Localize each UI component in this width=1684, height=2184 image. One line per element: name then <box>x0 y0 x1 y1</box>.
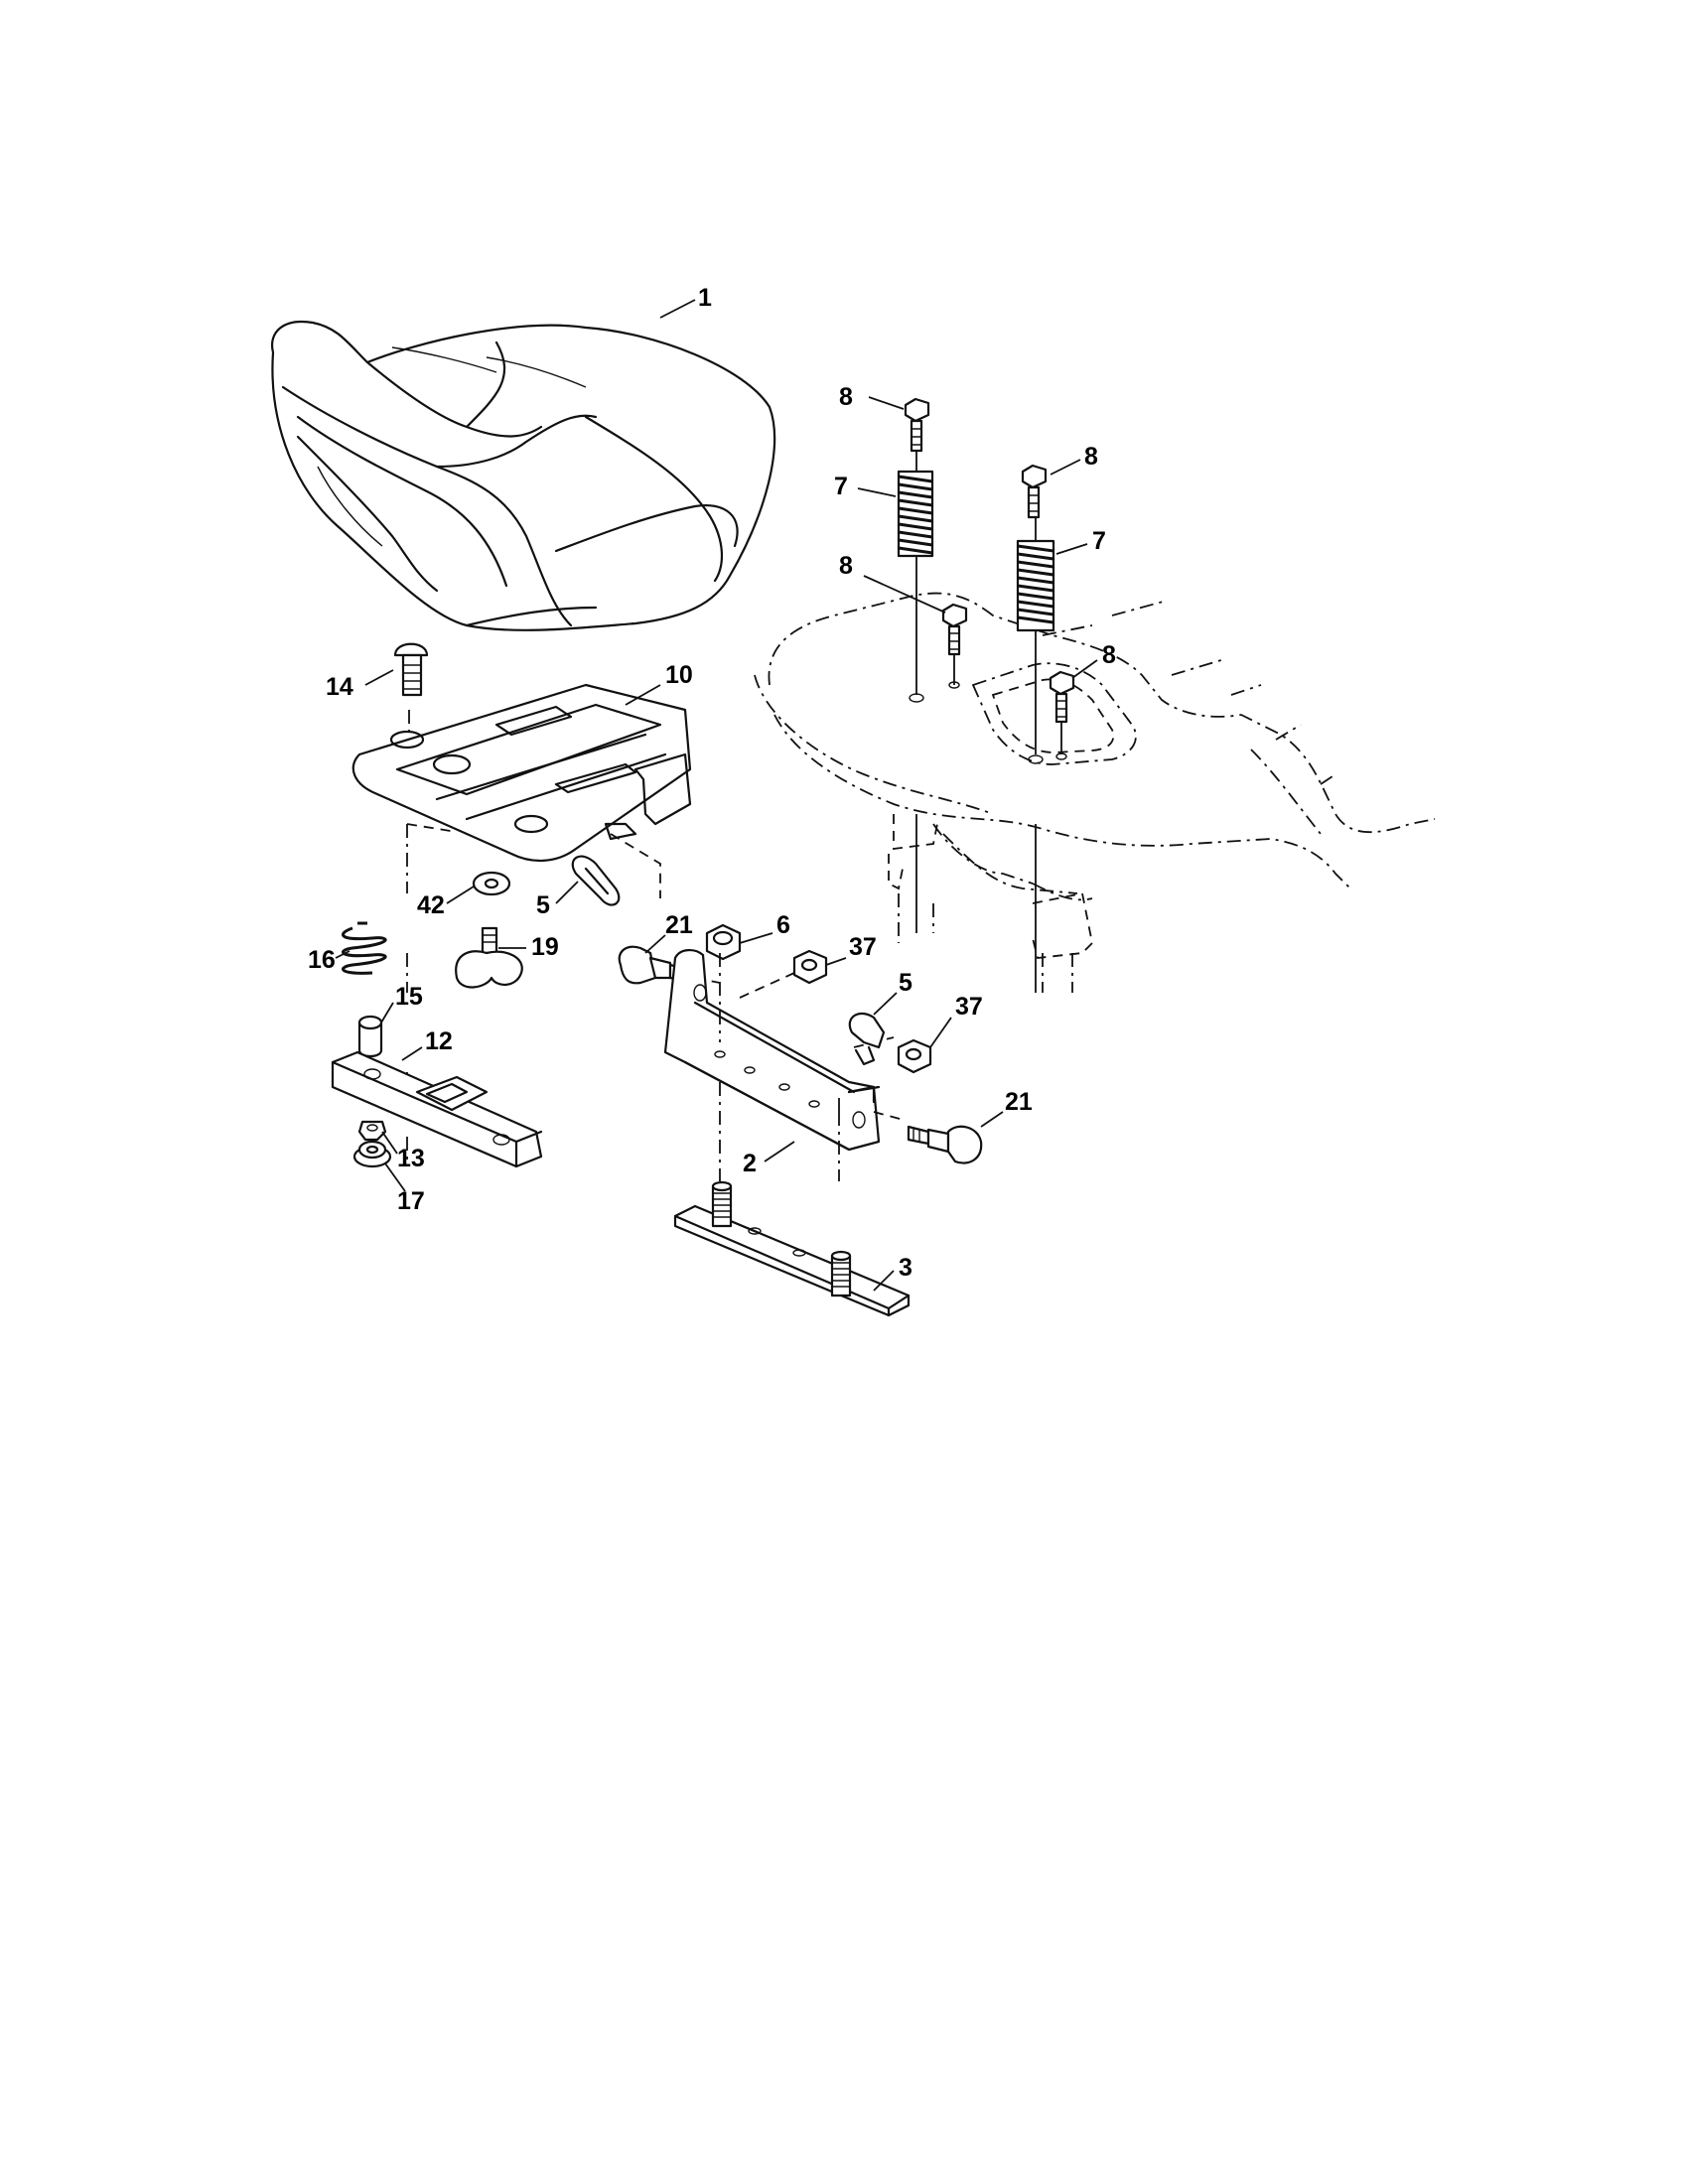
bolt-part-8-top-left <box>904 397 930 453</box>
callout-part-15: 15 <box>395 983 423 1011</box>
callout-part-12: 12 <box>425 1027 453 1055</box>
spring-part-16 <box>342 921 387 975</box>
callout-part-2: 2 <box>743 1150 757 1177</box>
seat-bracket-part-2 <box>663 949 881 1152</box>
clip-part-5-lower <box>848 1012 886 1066</box>
clip-part-5-upper <box>571 855 621 906</box>
callout-part-8-b: 8 <box>1084 443 1098 471</box>
spring-part-7-right <box>1016 539 1055 632</box>
bushing-part-15 <box>357 1015 383 1058</box>
callout-part-13: 13 <box>397 1145 425 1172</box>
spring-part-7-left <box>897 470 934 558</box>
callout-part-37-a: 37 <box>849 933 877 961</box>
callout-part-42: 42 <box>417 891 445 919</box>
callout-part-21-b: 21 <box>1005 1088 1033 1116</box>
callout-part-16: 16 <box>308 946 336 974</box>
bolt-part-8-top-right <box>1021 464 1048 519</box>
bolt-part-8-mid-right <box>1049 670 1075 724</box>
bolt-part-8-mid-left <box>941 603 968 656</box>
carriage-bolt-part-14 <box>393 642 429 697</box>
callout-part-8-d: 8 <box>1102 641 1116 669</box>
callout-part-19: 19 <box>531 933 559 961</box>
callout-part-21-a: 21 <box>665 911 693 939</box>
tractor-frame-phantom <box>754 592 1436 993</box>
seat-part-1 <box>270 320 776 631</box>
washer-part-42 <box>472 871 511 896</box>
shoulder-bolt-part-21-right <box>907 1125 983 1164</box>
callout-part-8-c: 8 <box>839 552 853 580</box>
callout-part-6: 6 <box>776 911 790 939</box>
lock-nut-part-6 <box>705 923 742 961</box>
callout-part-5-b: 5 <box>899 969 912 997</box>
flange-nut-part-17 <box>352 1140 392 1168</box>
callout-part-7-b: 7 <box>1092 527 1106 555</box>
callout-part-10: 10 <box>665 661 693 689</box>
callout-part-14: 14 <box>326 673 353 701</box>
seat-pan-part-10 <box>351 683 692 863</box>
callout-part-5-a: 5 <box>536 891 550 919</box>
slide-plate-part-12 <box>331 1050 543 1168</box>
callout-part-1: 1 <box>698 284 712 312</box>
callout-part-17: 17 <box>397 1187 425 1215</box>
callout-part-37-b: 37 <box>955 993 983 1021</box>
callout-part-3: 3 <box>899 1254 912 1282</box>
knob-part-19 <box>455 926 523 989</box>
callout-part-7-a: 7 <box>834 473 848 500</box>
callout-part-8-a: 8 <box>839 383 853 411</box>
nut-part-13 <box>357 1120 387 1142</box>
clamp-plate-part-3 <box>673 1180 911 1317</box>
hex-nut-part-37-right <box>897 1038 932 1074</box>
hex-nut-part-37-left <box>792 949 828 985</box>
